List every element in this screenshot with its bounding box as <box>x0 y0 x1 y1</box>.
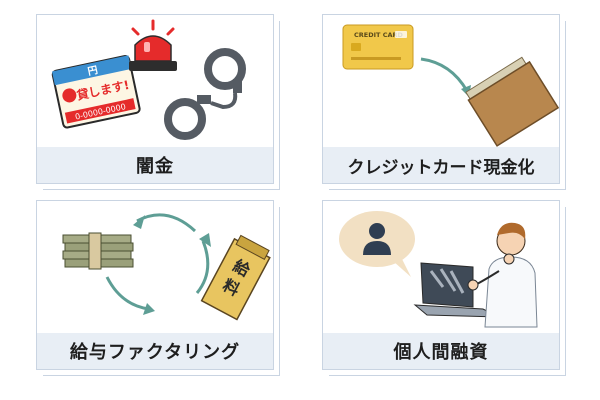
salary-factoring-illustration: 給 料 <box>62 213 271 321</box>
loan-shark-illustration: 円 貸します! 0-0000-0000 <box>51 19 246 140</box>
card-label: 闇金 <box>136 156 174 177</box>
card-label: 給与ファクタリング <box>69 342 241 363</box>
cycle-arrows-icon <box>105 213 211 315</box>
arrow-icon <box>420 57 471 97</box>
label-bar: 給与ファクタリング <box>37 333 273 369</box>
laptop-icon <box>413 262 500 318</box>
handcuffs-icon <box>164 48 246 140</box>
user-bubble-icon <box>339 211 415 277</box>
card-yamikin[interactable]: 円 貸します! 0-0000-0000 闇金 <box>36 14 280 190</box>
envelope-char-2: 料 <box>220 275 243 299</box>
cash-envelope-icon <box>465 56 560 147</box>
card-personal-loan[interactable]: 個人間融資 <box>322 200 566 376</box>
card-label: クレジットカード現金化 <box>347 157 535 178</box>
credit-card-cash-illustration: CREDIT CARD <box>342 24 560 147</box>
card-label: 個人間融資 <box>393 342 489 363</box>
label-bar: 闇金 <box>37 147 273 183</box>
personal-loan-illustration <box>339 211 538 328</box>
label-bar: 個人間融資 <box>323 333 559 369</box>
flyer-icon: 円 貸します! 0-0000-0000 <box>51 55 141 129</box>
flyer-line-1: 円 <box>87 64 99 78</box>
siren-icon <box>129 19 177 71</box>
label-bar: クレジットカード現金化 <box>323 147 559 183</box>
credit-card-icon: CREDIT CARD <box>342 24 414 70</box>
card-salary-factoring[interactable]: 給 料 給与ファクタリング <box>36 200 280 376</box>
cash-stack-icon <box>62 232 134 270</box>
card-text: CREDIT CARD <box>354 31 404 39</box>
salary-envelope-icon: 給 料 <box>200 234 271 321</box>
person-icon <box>467 222 538 328</box>
card-credit-card-cash[interactable]: CREDIT CARD クレジットカード現金化 <box>322 14 566 190</box>
